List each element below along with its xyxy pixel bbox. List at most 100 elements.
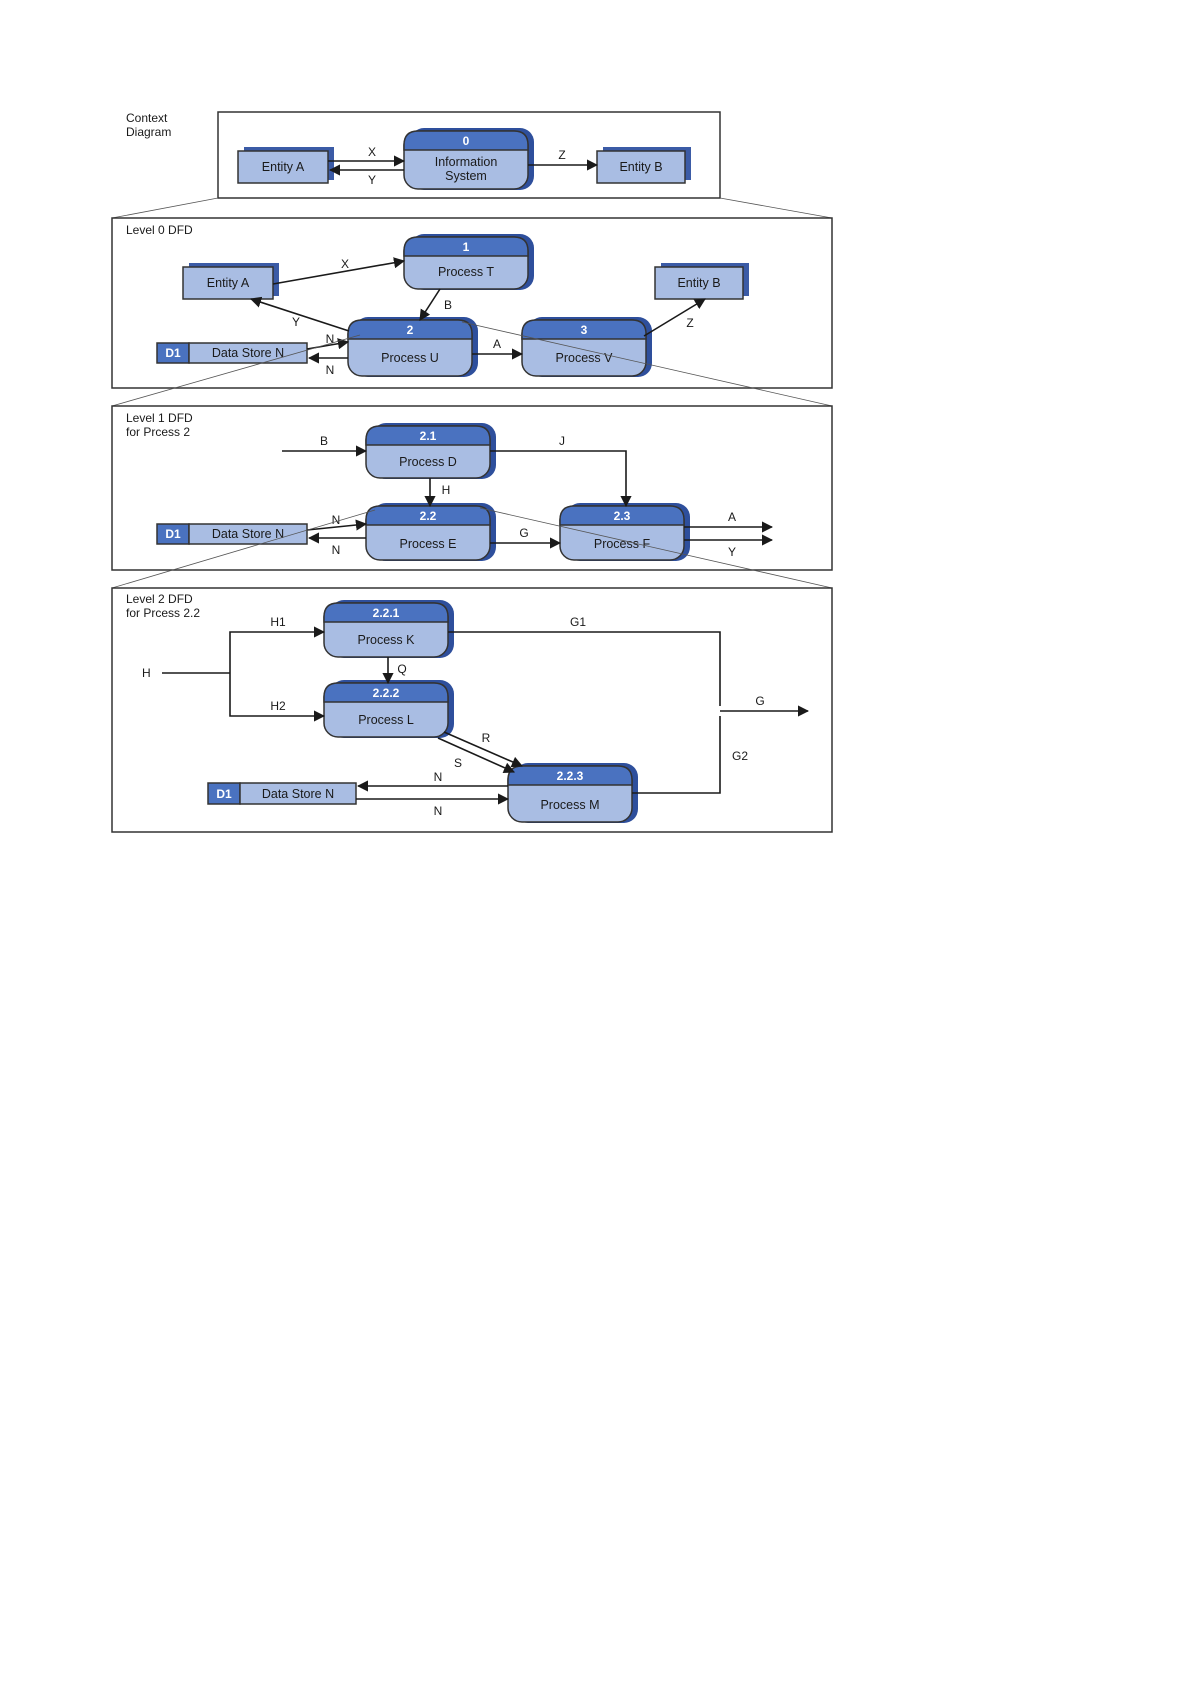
level1-title-line2: for Prcess 2 bbox=[126, 425, 190, 439]
level0-flow-z bbox=[643, 298, 706, 337]
level2-flow-h1 bbox=[229, 626, 326, 673]
level1-process-2-3-name: Process F bbox=[594, 537, 651, 551]
level0-entity-a-label: Entity A bbox=[207, 276, 250, 290]
level1-flow-j bbox=[490, 450, 632, 508]
level1-title-line1: Level 1 DFD bbox=[126, 411, 193, 425]
context-process-0-line1: Information bbox=[435, 155, 498, 169]
level0-process-2-name: Process U bbox=[381, 351, 439, 365]
level2-flow-h-label: H bbox=[142, 666, 151, 680]
level2-store-id: D1 bbox=[216, 787, 232, 801]
context-entity-a: Entity A bbox=[237, 147, 334, 184]
level2-flow-h2 bbox=[229, 673, 326, 722]
level2-flow-g2 bbox=[632, 716, 721, 794]
level2-flow-r-label: R bbox=[482, 731, 491, 745]
level1-process-2-2: 2.2 Process E bbox=[365, 503, 496, 561]
context-diagram-panel: Context Diagram Entity A 0 Information S… bbox=[126, 111, 721, 199]
level1-process-2-1-id: 2.1 bbox=[420, 429, 437, 443]
level2-flow-h2-label: H2 bbox=[270, 699, 286, 713]
level2-process-2-2-1: 2.2.1 Process K bbox=[323, 600, 454, 658]
level1-process-2-1-name: Process D bbox=[399, 455, 457, 469]
level1-store-id: D1 bbox=[165, 527, 181, 541]
level2-flow-s-label: S bbox=[454, 756, 462, 770]
zoom-line bbox=[479, 507, 833, 589]
level0-store-name: Data Store N bbox=[212, 346, 284, 360]
context-flow-z-label: Z bbox=[558, 148, 565, 162]
level0-process-1-id: 1 bbox=[463, 240, 470, 254]
level2-process-2-2-2-name: Process L bbox=[358, 713, 414, 727]
level0-store-id: D1 bbox=[165, 346, 181, 360]
zoom-line bbox=[461, 321, 833, 407]
level2-process-2-2-3-id: 2.2.3 bbox=[557, 769, 584, 783]
level1-flow-n-in bbox=[306, 519, 368, 531]
level2-flow-q-label: Q bbox=[397, 662, 406, 676]
level0-flow-x bbox=[272, 257, 406, 285]
context-entity-b-label: Entity B bbox=[619, 160, 662, 174]
context-title-line1: Context bbox=[126, 111, 168, 125]
level1-process-2-2-name: Process E bbox=[400, 537, 457, 551]
context-process-0-id: 0 bbox=[463, 134, 470, 148]
level0-flow-b bbox=[419, 288, 441, 321]
level0-title: Level 0 DFD bbox=[126, 223, 193, 237]
level2-process-2-2-2: 2.2.2 Process L bbox=[323, 680, 454, 738]
level0-flow-y-label: Y bbox=[292, 315, 300, 329]
level2-flow-r bbox=[443, 731, 524, 768]
level0-process-3-id: 3 bbox=[581, 323, 588, 337]
level1-store-name: Data Store N bbox=[212, 527, 284, 541]
level1-flow-h-label: H bbox=[442, 483, 451, 497]
level2-flow-g1-label: G1 bbox=[570, 615, 586, 629]
context-flow-x-label: X bbox=[368, 145, 376, 159]
level2-flow-g1 bbox=[448, 631, 721, 706]
level1-flow-g-label: G bbox=[519, 526, 528, 540]
level1-panel: Level 1 DFD for Prcess 2 2.1 Process D 2… bbox=[111, 405, 833, 571]
level1-flow-y-label: Y bbox=[728, 545, 736, 559]
level1-process-2-3-id: 2.3 bbox=[614, 509, 631, 523]
level1-flow-b-label: B bbox=[320, 434, 328, 448]
zoom-line bbox=[111, 334, 361, 407]
level1-process-2-2-id: 2.2 bbox=[420, 509, 437, 523]
level2-store-name: Data Store N bbox=[262, 787, 334, 801]
level2-flow-g2-label: G2 bbox=[732, 749, 748, 763]
level2-flow-g-label: G bbox=[755, 694, 764, 708]
level0-data-store: D1 Data Store N bbox=[156, 342, 308, 364]
level0-flow-x-label: X bbox=[341, 257, 349, 271]
level0-process-2-id: 2 bbox=[407, 323, 414, 337]
zoom-line bbox=[719, 197, 833, 219]
level2-flow-n1-label: N bbox=[434, 770, 443, 784]
level0-process-3: 3 Process V bbox=[521, 317, 652, 377]
level2-process-2-2-3-name: Process M bbox=[540, 798, 599, 812]
level0-process-1: 1 Process T bbox=[403, 234, 534, 290]
level0-entity-b: Entity B bbox=[654, 263, 749, 300]
level0-flow-n1-label: N bbox=[326, 332, 335, 346]
level2-process-2-2-2-id: 2.2.2 bbox=[373, 686, 400, 700]
level2-title-line2: for Prcess 2.2 bbox=[126, 606, 200, 620]
level2-process-2-2-1-name: Process K bbox=[358, 633, 416, 647]
level0-process-3-name: Process V bbox=[556, 351, 614, 365]
context-title-line2: Diagram bbox=[126, 125, 171, 139]
level2-flow-h1-label: H1 bbox=[270, 615, 286, 629]
level1-flow-j-label: J bbox=[559, 434, 565, 448]
level0-process-1-name: Process T bbox=[438, 265, 494, 279]
level2-data-store: D1 Data Store N bbox=[207, 782, 357, 805]
context-entity-a-label: Entity A bbox=[262, 160, 305, 174]
level2-flow-s bbox=[437, 737, 516, 773]
level2-process-2-2-1-id: 2.2.1 bbox=[373, 606, 400, 620]
zoom-line bbox=[111, 509, 376, 589]
level0-flow-a-label: A bbox=[493, 337, 501, 351]
level0-panel: Level 0 DFD Entity A 1 Process T Entity … bbox=[111, 217, 833, 389]
level1-flow-a-label: A bbox=[728, 510, 736, 524]
level1-process-2-1: 2.1 Process D bbox=[365, 423, 496, 479]
level1-flow-n1-label: N bbox=[332, 513, 341, 527]
context-process-0-line2: System bbox=[445, 169, 487, 183]
level0-process-2: 2 Process U bbox=[347, 317, 478, 377]
level0-flow-b-label: B bbox=[444, 298, 452, 312]
level0-flow-n2-label: N bbox=[326, 363, 335, 377]
context-flow-y-label: Y bbox=[368, 173, 376, 187]
context-entity-b: Entity B bbox=[596, 147, 691, 184]
level2-flow-n2-label: N bbox=[434, 804, 443, 818]
level2-process-2-2-3: 2.2.3 Process M bbox=[507, 763, 638, 823]
level0-flow-y bbox=[249, 296, 350, 332]
level1-flow-n2-label: N bbox=[332, 543, 341, 557]
level2-panel: Level 2 DFD for Prcess 2.2 2.2.1 Process… bbox=[111, 587, 833, 833]
zoom-line bbox=[111, 197, 219, 219]
